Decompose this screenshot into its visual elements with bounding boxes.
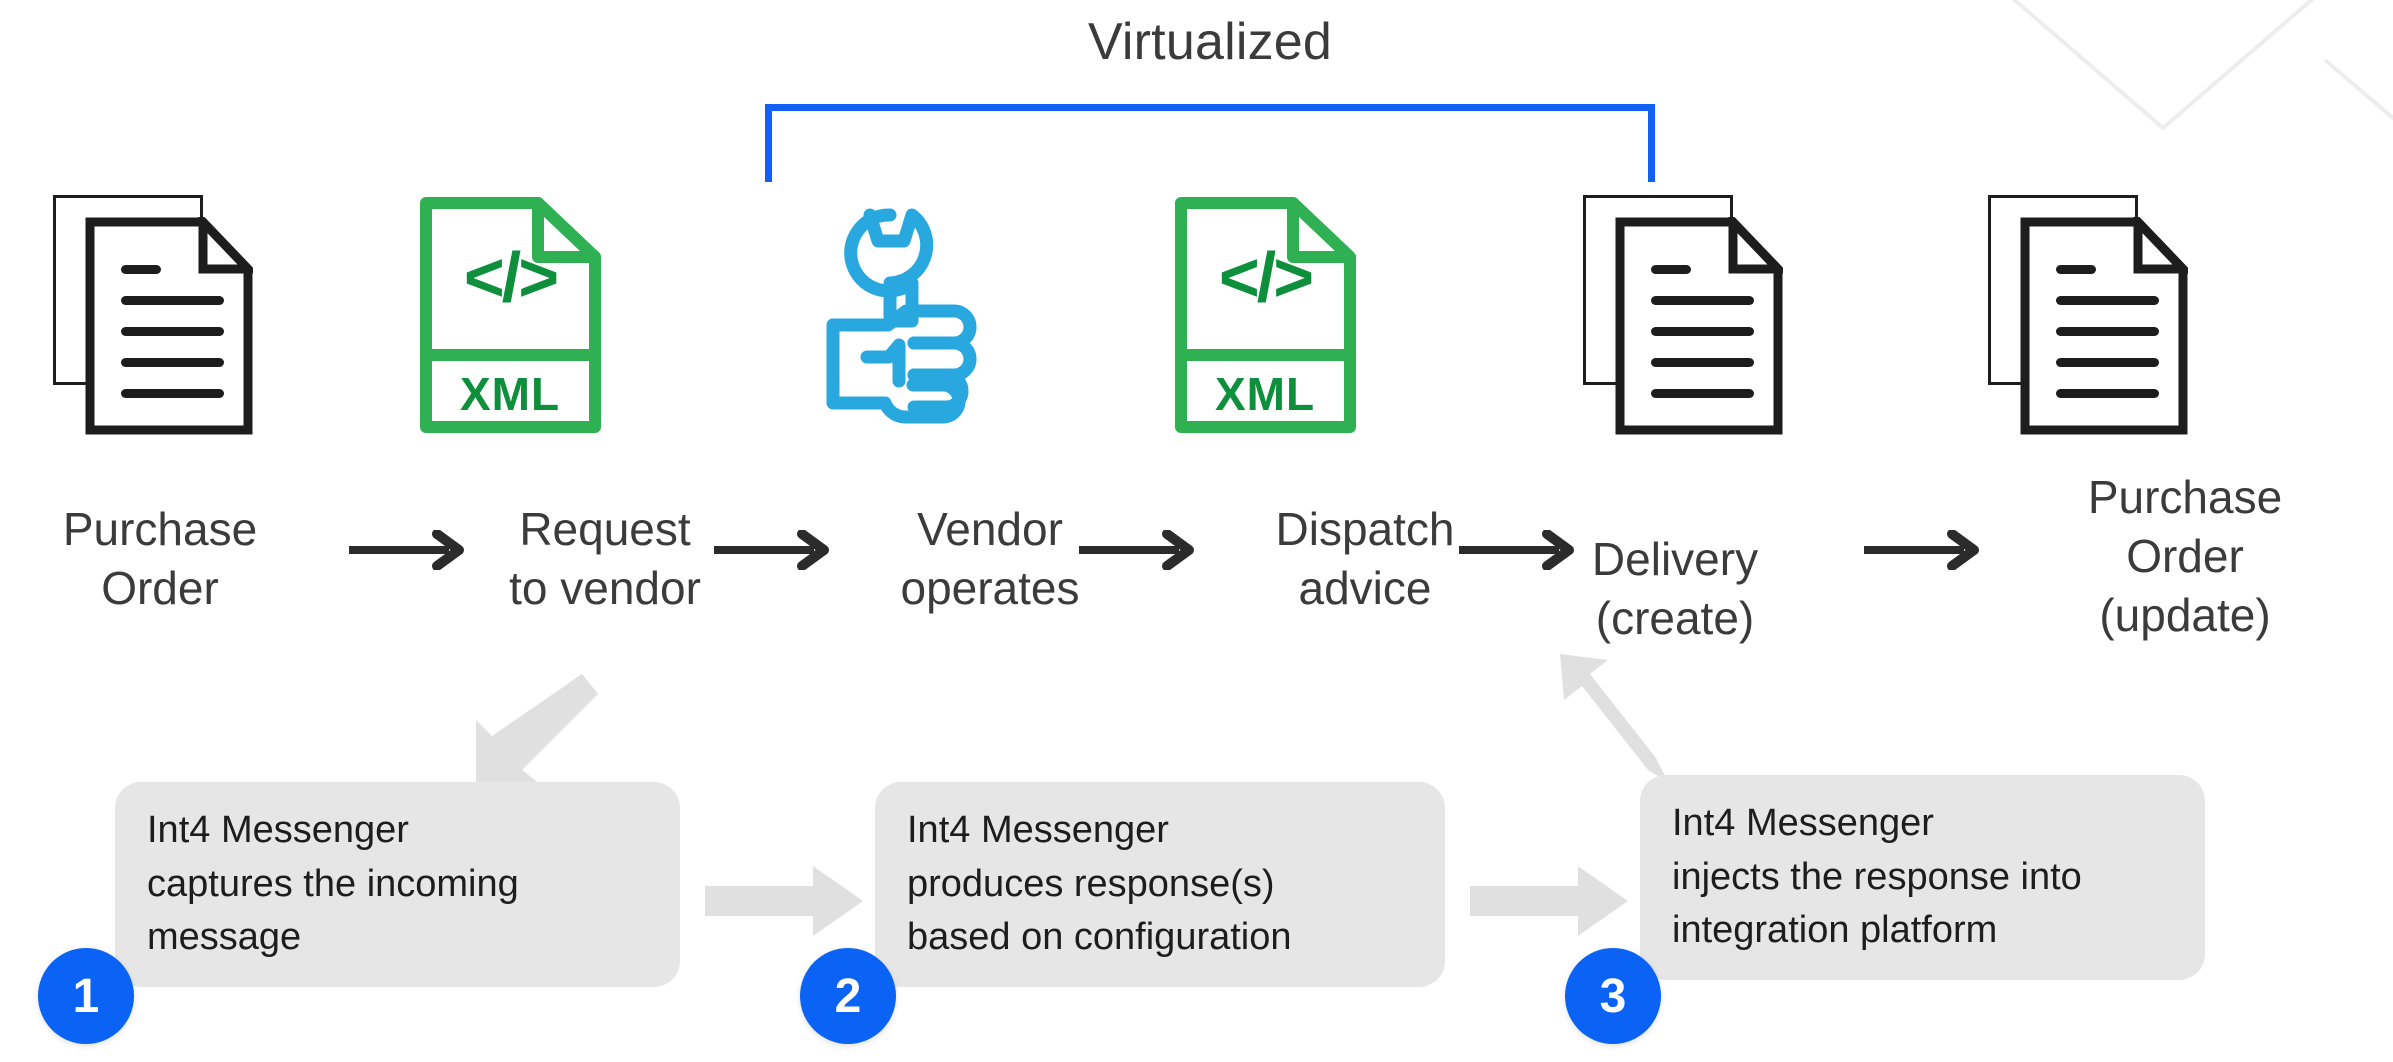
step-line-3: based on configuration (907, 916, 1292, 959)
flow-node-dispatch-advice[interactable]: </> XML (1115, 185, 1415, 475)
document-front-page (2020, 217, 2188, 435)
step-line-1: Int4 Messenger (147, 808, 409, 851)
label-line-2: Order (101, 561, 219, 614)
document-text-lines (120, 265, 224, 420)
step-badge-1[interactable]: 1 (38, 948, 134, 1044)
grey-arrow-right-icon (1470, 866, 1628, 936)
step-box-2-text: Int4 Messenger produces response(s) base… (875, 804, 1310, 966)
flow-node-vendor-operates[interactable] (740, 185, 1040, 475)
step-badge-2[interactable]: 2 (800, 948, 896, 1044)
flow-node-purchase-order[interactable] (10, 185, 310, 475)
step-line-1: Int4 Messenger (1672, 801, 1934, 844)
label-line-1: Request (519, 503, 691, 555)
xml-file-outline (419, 197, 601, 433)
flow-label-vendor-operates: Vendor operates (825, 500, 1155, 618)
step-badge-3[interactable]: 3 (1565, 948, 1661, 1044)
label-line-1: Dispatch (1275, 503, 1455, 555)
xml-file-icon: </> XML (360, 185, 660, 445)
flow-node-purchase-order-update[interactable] (1945, 185, 2245, 475)
document-stack-icon (10, 185, 310, 445)
flow-arrow-right-icon (349, 530, 464, 570)
step-box-2[interactable]: Int4 Messenger produces response(s) base… (875, 782, 1445, 987)
step-line-3: message (147, 916, 302, 959)
flow-node-delivery-create[interactable] (1540, 185, 1840, 475)
process-flow-row: </> XML (0, 185, 2393, 570)
label-line-2: operates (900, 561, 1080, 614)
step-box-1-text: Int4 Messenger captures the incoming mes… (115, 804, 537, 966)
label-line-2: (create) (1595, 591, 1755, 644)
document-stack-icon (1540, 185, 1840, 445)
label-line-1: Vendor (917, 503, 1063, 555)
flow-arrow-right-icon (1079, 530, 1194, 570)
xml-badge-text: XML (1214, 368, 1316, 420)
hand-wrench-icon (740, 185, 1040, 445)
flow-arrow-right-icon (1459, 530, 1574, 570)
document-text-lines (2055, 265, 2159, 420)
step-box-3-text: Int4 Messenger injects the response into… (1640, 797, 2100, 959)
step-line-2: produces response(s) (907, 862, 1275, 905)
xml-code-glyph: </> (1218, 238, 1314, 316)
flow-label-request-to-vendor: Request to vendor (440, 500, 770, 618)
xml-code-glyph: </> (463, 238, 559, 316)
xml-file-icon: </> XML (1115, 185, 1415, 445)
label-line-2: to vendor (509, 561, 701, 614)
grey-arrow-down-left-icon (476, 674, 598, 784)
grey-arrow-up-left-icon (1560, 654, 1668, 782)
virtualized-label: Virtualized (1087, 13, 1333, 71)
flow-node-request-to-vendor[interactable]: </> XML (360, 185, 660, 475)
flow-arrow-right-icon (1864, 530, 1979, 570)
flow-label-purchase-order: Purchase Order (0, 500, 325, 618)
step-line-3: integration platform (1672, 909, 1998, 952)
flow-label-purchase-order-update: Purchase Order (update) (2020, 468, 2350, 645)
step-box-3[interactable]: Int4 Messenger injects the response into… (1640, 775, 2205, 980)
label-line-1: Purchase (62, 503, 258, 555)
label-line-2: advice (1298, 561, 1432, 614)
corner-chevron-watermark (2011, 0, 2393, 131)
flow-label-dispatch-advice: Dispatch advice (1200, 500, 1530, 618)
label-line-1: Purchase (2087, 471, 2283, 523)
label-line-1: Delivery (1591, 533, 1759, 585)
hand-wrench-glyph (826, 208, 977, 424)
xml-badge-text: XML (459, 368, 561, 420)
step-line-1: Int4 Messenger (907, 808, 1169, 851)
document-stack-icon (1945, 185, 2245, 445)
xml-file-outline (1174, 197, 1356, 433)
virtualized-bracket (765, 104, 1655, 182)
document-front-page (85, 217, 253, 435)
label-line-2: Order (2126, 529, 2244, 582)
step-box-1[interactable]: Int4 Messenger captures the incoming mes… (115, 782, 680, 987)
document-front-page (1615, 217, 1783, 435)
grey-arrow-right-icon (705, 866, 863, 936)
flow-label-delivery-create: Delivery (create) (1510, 530, 1840, 648)
step-line-2: injects the response into (1672, 855, 2082, 898)
flow-arrow-right-icon (714, 530, 829, 570)
step-line-2: captures the incoming (147, 862, 519, 905)
label-line-3: (update) (2099, 588, 2271, 641)
document-text-lines (1650, 265, 1754, 420)
